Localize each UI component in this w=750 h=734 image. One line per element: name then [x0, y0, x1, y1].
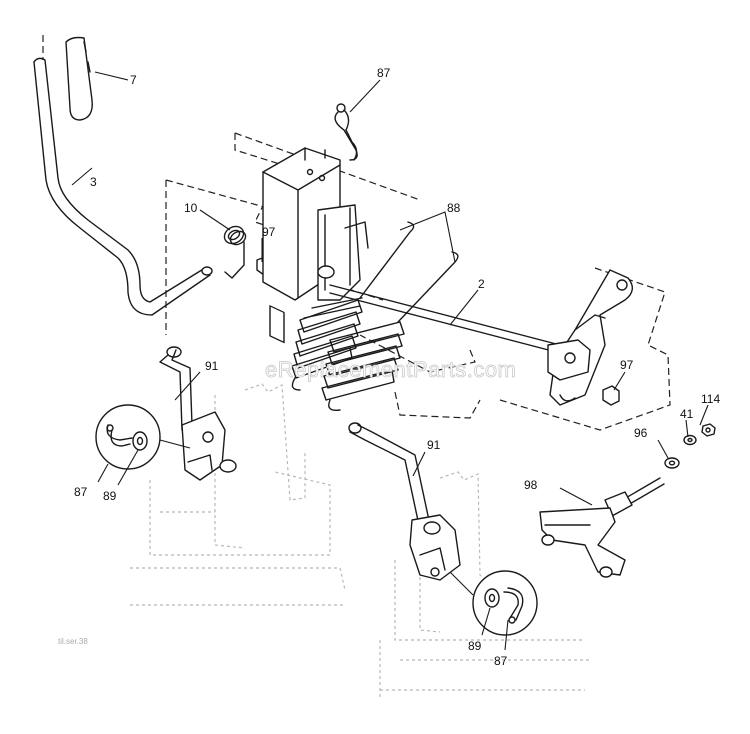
torsion-spring-part — [223, 225, 247, 279]
handle-grip-part — [65, 36, 93, 121]
callout-96: 96 — [634, 426, 648, 440]
mounting-bracket — [262, 147, 369, 344]
right-lift-arm — [547, 269, 633, 406]
callout-88: 88 — [447, 201, 461, 215]
lift-shaft-part — [329, 284, 561, 354]
hairpin-clip-top-part — [334, 103, 358, 161]
callout-41: 41 — [680, 407, 694, 421]
washer-96-part — [664, 457, 680, 469]
callout-87-right: 87 — [494, 654, 508, 668]
lift-lever-rod-part — [33, 57, 213, 316]
callout-114: 114 — [701, 392, 720, 406]
nut-114-part — [701, 423, 716, 437]
lift-link-left-part — [159, 346, 237, 481]
bolt-right-part — [602, 385, 620, 406]
watermark: eReplacementParts.com — [265, 357, 516, 382]
hardware-stack — [664, 423, 716, 469]
callout-97-right: 97 — [620, 358, 634, 372]
lift-link-right-part — [348, 422, 461, 581]
detail-circle-left — [95, 404, 191, 470]
callout-leaders — [71, 71, 709, 651]
callout-89-right: 89 — [468, 639, 482, 653]
callout-labels: 7 87 3 10 97 88 2 91 97 114 41 96 87 89 … — [74, 66, 720, 668]
callout-87-left: 87 — [74, 485, 88, 499]
callout-7: 7 — [130, 73, 137, 87]
washer-41-part — [683, 434, 697, 446]
callout-10: 10 — [184, 201, 198, 215]
assembly-outline-frames — [42, 35, 671, 431]
callout-91-left: 91 — [205, 359, 219, 373]
callout-2: 2 — [478, 277, 485, 291]
callout-3: 3 — [90, 175, 97, 189]
callout-89-left: 89 — [103, 489, 117, 503]
drawing-code: til.ser.38 — [58, 637, 88, 646]
deck-link-bracket-part — [539, 477, 665, 578]
callout-91-right: 91 — [427, 438, 441, 452]
callout-98: 98 — [524, 478, 538, 492]
callout-87-top: 87 — [377, 66, 391, 80]
detail-circle-right — [449, 570, 538, 636]
callout-97-left: 97 — [262, 225, 276, 239]
